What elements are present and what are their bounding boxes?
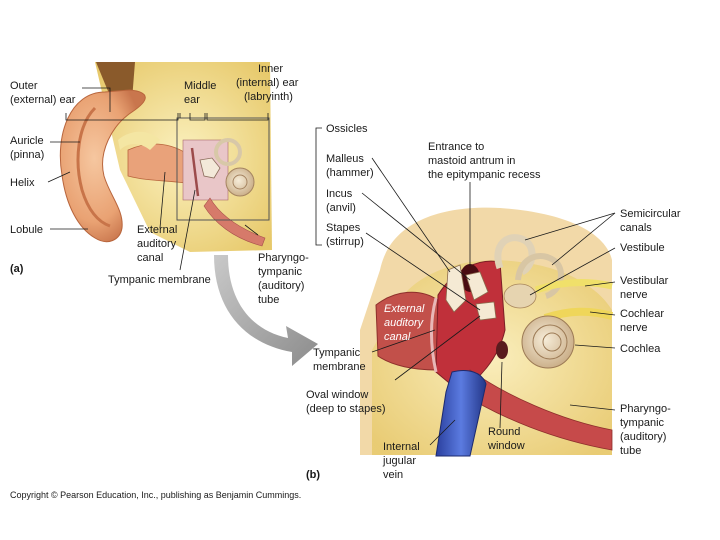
cochlea-detail: [521, 315, 575, 369]
stapes-shape: [475, 301, 497, 321]
incus-shape: [465, 271, 489, 301]
label-external-canal-b-line3: canal: [384, 331, 411, 343]
label-auricle-line1: Auricle: [10, 135, 44, 147]
label-mastoid-line2: mastoid antrum in: [428, 155, 515, 167]
label-vestibule: Vestibule: [620, 242, 665, 254]
panel-b-letter: (b): [306, 469, 320, 481]
tympanic-membrane-shape: [190, 147, 200, 197]
label-jugular-line1: Internal: [383, 441, 420, 453]
label-incus-line2: (anvil): [326, 202, 356, 214]
label-pharyngotympanic-b-line3: (auditory): [620, 431, 666, 443]
label-tympanic-membrane-b-line2: membrane: [313, 361, 366, 373]
jugular-vein-detail: [435, 370, 487, 457]
pharyngotympanic-tube-detail: [459, 369, 613, 451]
label-inner-ear-line2: (internal) ear: [236, 77, 299, 89]
label-mastoid-line3: the epitympanic recess: [428, 169, 541, 181]
round-window-detail: [496, 341, 508, 359]
label-vestibular-nerve-line1: Vestibular: [620, 275, 669, 287]
label-ossicles: Ossicles: [326, 123, 368, 135]
label-round-window-line2: window: [487, 440, 525, 452]
label-malleus-line2: (hammer): [326, 167, 374, 179]
semicircular-canals-detail: [494, 234, 536, 276]
panel-a-letter: (a): [10, 263, 24, 275]
vestibule-detail: [503, 283, 537, 309]
detail-box: [176, 117, 270, 221]
label-middle-ear-line2: ear: [184, 94, 200, 106]
label-pharyngotympanic-a-line2: tympanic: [258, 266, 303, 278]
label-external-canal-b-line1: External: [384, 303, 425, 315]
label-cochlear-nerve-line1: Cochlear: [620, 308, 664, 320]
label-cochlea: Cochlea: [620, 343, 661, 355]
cochlea-shape-a: [225, 167, 255, 197]
label-pharyngotympanic-a-line3: (auditory): [258, 280, 304, 292]
label-external-canal-a-line2: auditory: [137, 238, 177, 250]
label-auricle-line2: (pinna): [10, 149, 44, 161]
label-external-canal-b-line2: auditory: [384, 317, 425, 329]
label-helix: Helix: [10, 177, 35, 189]
panel-b-illustration: [360, 207, 614, 457]
label-vestibular-nerve-line2: nerve: [620, 289, 648, 301]
cartilage-shape: [118, 131, 160, 150]
ossicles-shape: [199, 157, 221, 179]
panel-a-labels: Outer (external) ear Middle ear Inner (i…: [10, 63, 309, 306]
label-jugular-line3: vein: [383, 469, 403, 481]
pharyngotympanic-tube-shape: [203, 197, 266, 247]
label-semicircular-line2: canals: [620, 222, 652, 234]
label-malleus-line1: Malleus: [326, 153, 364, 165]
label-jugular-line2: jugular: [382, 455, 416, 467]
panel-a-illustration: [59, 62, 272, 252]
copyright-notice: Copyright © Pearson Education, Inc., pub…: [10, 490, 301, 500]
label-pharyngotympanic-a-line1: Pharyngo-: [258, 252, 309, 264]
panel-b-labels: Ossicles Malleus (hammer) Incus (anvil) …: [306, 123, 681, 481]
label-inner-ear-line1: Inner: [258, 63, 283, 75]
label-middle-ear-line1: Middle: [184, 80, 216, 92]
label-outer-ear-line1: Outer: [10, 80, 38, 92]
label-tympanic-membrane-b-line1: Tympanic: [313, 347, 361, 359]
label-mastoid-line1: Entrance to: [428, 141, 484, 153]
helix-fold: [76, 106, 111, 228]
label-oval-window-line1: Oval window: [306, 389, 368, 401]
label-incus-line1: Incus: [326, 188, 353, 200]
tympanic-membrane-detail: [430, 297, 438, 373]
label-pharyngotympanic-b-line1: Pharyngo-: [620, 403, 671, 415]
label-pharyngotympanic-a-line4: tube: [258, 294, 279, 306]
label-stapes-line1: Stapes: [326, 222, 361, 234]
magnify-arrow: [214, 255, 318, 366]
leader-lines: [47, 87, 616, 446]
label-external-canal-a-line3: canal: [137, 252, 163, 264]
label-tympanic-membrane-a: Tympanic membrane: [108, 274, 211, 286]
semicircular-canals-shape: [214, 138, 242, 166]
label-external-canal-a-line1: External: [137, 224, 177, 236]
label-round-window-line1: Round: [488, 426, 520, 438]
label-lobule: Lobule: [10, 224, 43, 236]
label-stapes-line2: (stirrup): [326, 236, 364, 248]
label-outer-ear-line2: (external) ear: [10, 94, 76, 106]
label-pharyngotympanic-b-line2: tympanic: [620, 417, 665, 429]
malleus-shape: [445, 264, 467, 313]
label-cochlear-nerve-line2: nerve: [620, 322, 648, 334]
label-pharyngotympanic-b-line4: tube: [620, 445, 641, 457]
label-semicircular-line1: Semicircular: [620, 208, 681, 220]
label-inner-ear-line3: (labryinth): [244, 91, 293, 103]
label-oval-window-line2: (deep to stapes): [306, 403, 386, 415]
